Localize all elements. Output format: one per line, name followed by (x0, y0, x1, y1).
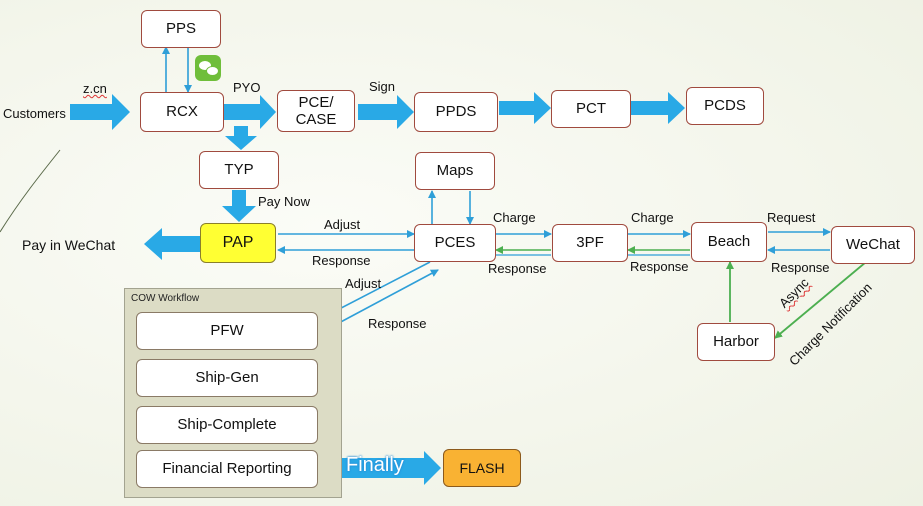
arrow-customers-rcx (70, 94, 130, 130)
node-ppds: PPDS (414, 92, 498, 132)
edge-label-charge-3pf: Charge (493, 210, 536, 225)
edge-label-request: Request (767, 210, 816, 225)
decorative-stroke (0, 149, 61, 233)
node-wechat: WeChat (831, 226, 915, 264)
edge-label-finally: Finally (346, 454, 404, 476)
edge-label-pyo: PYO (233, 80, 261, 95)
node-beach: Beach (691, 222, 767, 262)
arrow-ppds-pct (499, 92, 551, 124)
edge-label-charge-beach: Charge (631, 210, 674, 225)
wechat-icon (195, 55, 221, 81)
node-pce-case: PCE/ CASE (277, 90, 355, 132)
workflow-item-financial-reporting: Financial Reporting (136, 450, 318, 488)
edge-label-response-pap: Response (312, 253, 371, 268)
node-typ: TYP (199, 151, 279, 189)
workflow-title: COW Workflow (131, 293, 200, 304)
edge-label-pay-now: Pay Now (258, 194, 311, 209)
arrow-typ-pap (222, 190, 256, 222)
node-pcds: PCDS (686, 87, 764, 125)
pay-in-wechat-label: Pay in WeChat (22, 237, 116, 253)
node-harbor: Harbor (697, 323, 775, 361)
customers-label: Customers (3, 106, 66, 121)
arrow-pce-ppds (358, 95, 414, 129)
workflow-item-pfw: PFW (136, 312, 318, 350)
edge-label-response-wechat: Response (771, 260, 830, 275)
edge-label-response-3pf: Response (488, 261, 547, 276)
node-flash: FLASH (443, 449, 521, 487)
edge-label-response-beach: Response (630, 259, 689, 274)
edge-label-adjust-top: Adjust (324, 217, 361, 232)
arrow-rcx-pce (224, 95, 276, 129)
node-maps: Maps (415, 152, 495, 190)
node-pces: PCES (414, 224, 496, 262)
arrow-finally-flash (320, 451, 441, 485)
edge-label-adjust-lower: Adjust (345, 276, 382, 291)
node-3pf: 3PF (552, 224, 628, 262)
arrow-rcx-typ (225, 126, 257, 150)
node-rcx: RCX (140, 92, 224, 132)
arrow-pct-pcds (631, 92, 685, 124)
node-pap: PAP (200, 223, 276, 263)
arrow-wechat-harbor-notify (774, 261, 867, 339)
workflow-item-ship-complete: Ship-Complete (136, 406, 318, 444)
arrow-pap-wechat (144, 228, 200, 260)
edge-label-sign: Sign (369, 79, 396, 94)
edge-label-zcn: z.cn (83, 81, 107, 96)
node-pps: PPS (141, 10, 221, 48)
workflow-item-ship-gen: Ship-Gen (136, 359, 318, 397)
node-pct: PCT (551, 90, 631, 128)
edge-label-response-lower: Response (368, 316, 427, 331)
